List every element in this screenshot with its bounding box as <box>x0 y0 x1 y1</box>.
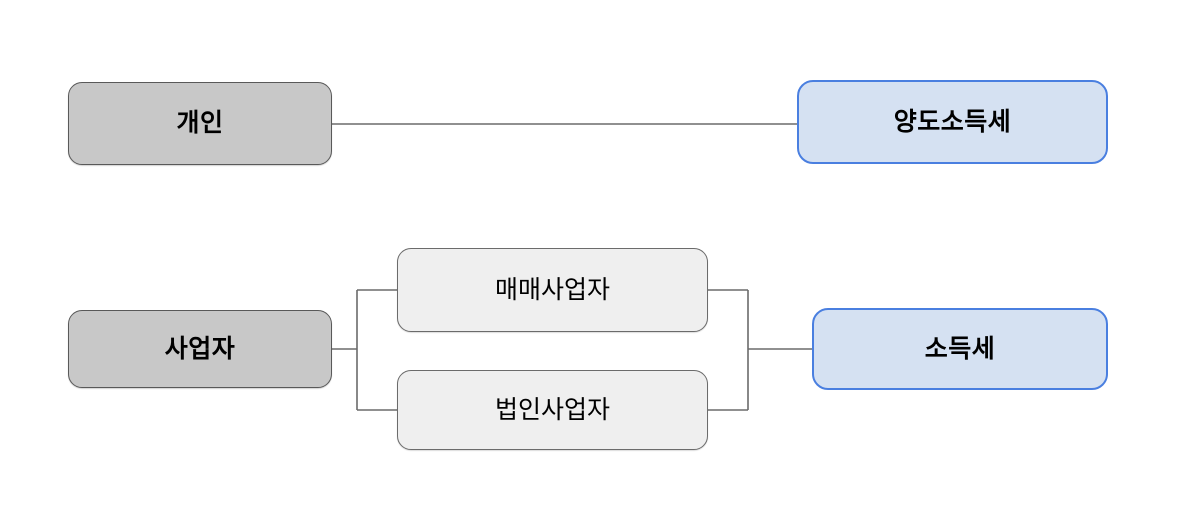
node-capital-gains-tax-label: 양도소득세 <box>893 107 1012 136</box>
node-trading-business[interactable]: 매매사업자 <box>397 248 708 332</box>
node-trading-business-label: 매매사업자 <box>494 275 610 304</box>
node-income-tax-label: 소득세 <box>924 334 996 363</box>
node-income-tax[interactable]: 소득세 <box>812 308 1108 390</box>
node-individual[interactable]: 개인 <box>68 82 332 165</box>
node-business-operator[interactable]: 사업자 <box>68 310 332 388</box>
node-corporate-business[interactable]: 법인사업자 <box>397 370 708 450</box>
node-capital-gains-tax[interactable]: 양도소득세 <box>797 80 1108 164</box>
node-individual-label: 개인 <box>176 109 224 138</box>
node-business-operator-label: 사업자 <box>164 334 236 363</box>
node-corporate-business-label: 법인사업자 <box>494 395 610 424</box>
